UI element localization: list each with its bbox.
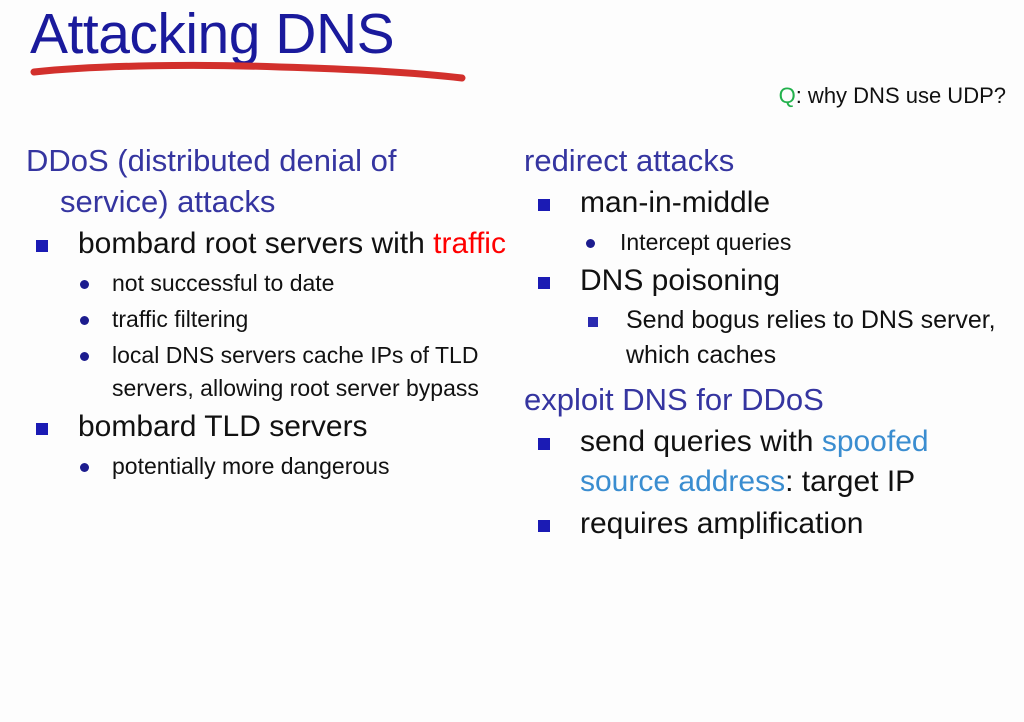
- right-column: redirect attacks man-in-middle Intercept…: [524, 140, 1024, 544]
- square-bullet-icon: [588, 317, 598, 327]
- section-header-ddos: DDoS (distributed denial of service) att…: [26, 143, 397, 219]
- dot-bullet-icon: [80, 463, 89, 472]
- question-note: Q: why DNS use UDP?: [779, 82, 1006, 110]
- title-block: Attacking DNS: [30, 2, 670, 97]
- bullet-dns-poisoning: DNS poisoning: [524, 261, 1024, 301]
- page-title: Attacking DNS: [30, 2, 395, 66]
- subbullet-intercept-queries: Intercept queries: [524, 226, 1024, 259]
- question-text: : why DNS use UDP?: [795, 83, 1006, 108]
- subbullet-text: potentially more dangerous: [112, 453, 390, 479]
- section-header-redirect-attacks: redirect attacks: [524, 143, 735, 178]
- square-bullet-icon: [538, 520, 550, 532]
- bullet-text: man-in-middle: [580, 186, 771, 219]
- bullet-text: DNS poisoning: [580, 264, 781, 297]
- bullet-text: requires amplification: [580, 507, 864, 540]
- left-column: DDoS (distributed denial of service) att…: [26, 140, 506, 483]
- bullet-send-queries-spoofed: send queries with spoofed source address…: [524, 422, 1024, 502]
- subbullet-text: Send bogus relies to DNS server, which c…: [626, 306, 996, 369]
- square-bullet-icon: [538, 277, 550, 289]
- bullet-highlight-spoofed-source: spoofed source address: [580, 425, 929, 498]
- bullet-text: send queries with: [580, 425, 822, 458]
- square-bullet-icon: [36, 423, 48, 435]
- bullet-highlight-traffic: traffic: [433, 227, 506, 260]
- subbullet-potentially-dangerous: potentially more dangerous: [26, 450, 506, 483]
- square-bullet-icon: [36, 240, 48, 252]
- bullet-bombard-tld-servers: bombard TLD servers: [26, 407, 506, 447]
- subbullet-not-successful: not successful to date: [26, 267, 506, 300]
- bullet-requires-amplification: requires amplification: [524, 504, 1024, 544]
- dot-bullet-icon: [80, 316, 89, 325]
- subbullet-send-bogus-relies: Send bogus relies to DNS server, which c…: [524, 303, 1024, 373]
- question-q-label: Q: [778, 83, 796, 108]
- dot-bullet-icon: [80, 352, 89, 361]
- subbullet-text: local DNS servers cache IPs of TLD serve…: [112, 342, 479, 401]
- bullet-text: bombard TLD servers: [78, 410, 368, 443]
- dot-bullet-icon: [80, 280, 89, 289]
- subbullet-text: not successful to date: [112, 270, 335, 296]
- bullet-text: bombard root servers with: [78, 227, 434, 260]
- bullet-man-in-middle: man-in-middle: [524, 183, 1024, 223]
- subbullet-text: traffic filtering: [112, 306, 249, 332]
- bullet-text-after: : target IP: [785, 465, 916, 498]
- dot-bullet-icon: [586, 239, 595, 248]
- subbullet-local-dns-cache: local DNS servers cache IPs of TLD serve…: [26, 339, 506, 405]
- square-bullet-icon: [538, 438, 550, 450]
- subbullet-traffic-filtering: traffic filtering: [26, 303, 506, 336]
- bullet-bombard-root-servers: bombard root servers with traffic: [26, 224, 506, 264]
- square-bullet-icon: [538, 199, 550, 211]
- section-header-exploit-dns: exploit DNS for DDoS: [524, 382, 824, 417]
- subbullet-text: Intercept queries: [620, 229, 792, 255]
